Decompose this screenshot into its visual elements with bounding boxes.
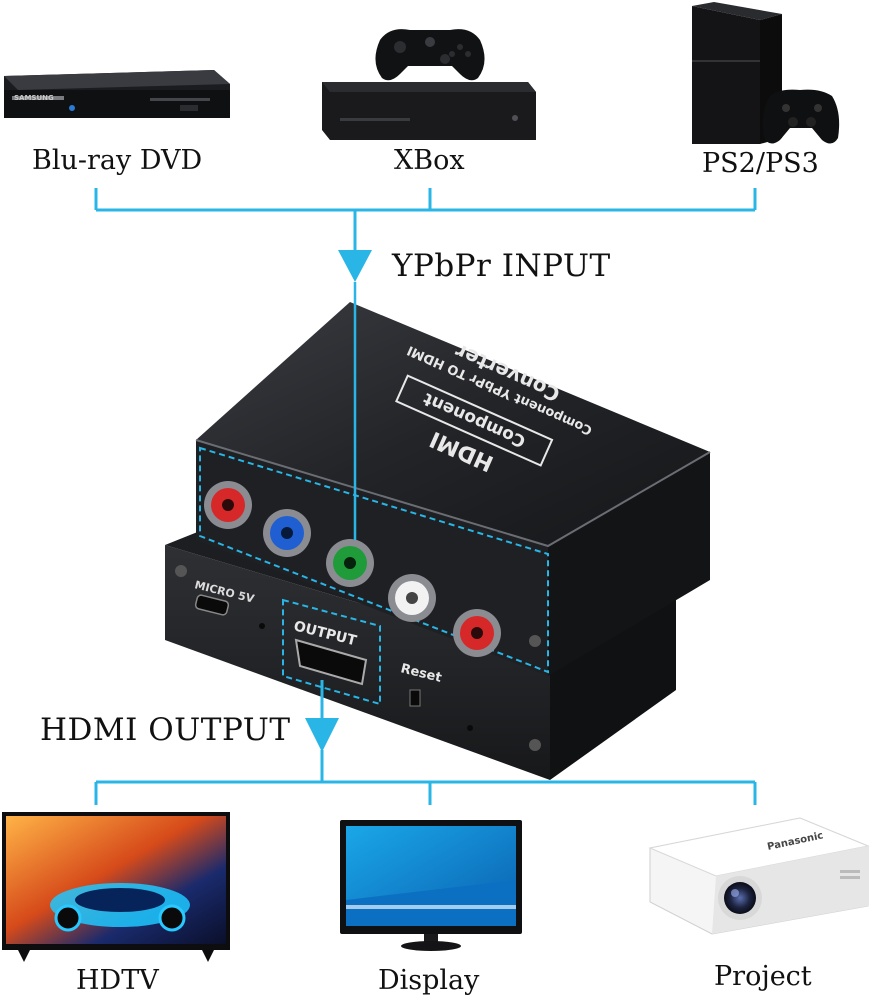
source-label-xbox: XBox	[394, 145, 465, 176]
monitor-icon	[340, 820, 522, 951]
rca-jack-y	[326, 539, 374, 587]
rca-jack-audio-right	[453, 609, 501, 657]
projector-icon: Panasonic	[648, 817, 870, 935]
rca-jack-pr	[204, 481, 252, 529]
hdtv-icon	[2, 812, 230, 962]
destination-label-hdtv: HDTV	[76, 965, 159, 996]
destination-label-projector: Project	[714, 961, 812, 992]
bluray-brand-mark: SAMSUNG	[14, 94, 54, 102]
playstation-console-icon	[692, 2, 840, 144]
source-label-bluray: Blu-ray DVD	[32, 145, 203, 176]
output-label: HDMI OUTPUT	[40, 712, 291, 748]
destination-label-display: Display	[378, 965, 480, 996]
xbox-console-icon	[322, 29, 536, 140]
rca-jack-audio-left	[388, 574, 436, 622]
output-connector-lines	[94, 680, 757, 805]
converter-device: HDMI Component Component YPbPr TO HDMI C…	[165, 282, 711, 780]
input-label: YPbPr INPUT	[392, 248, 611, 284]
rca-jack-pb	[263, 509, 311, 557]
input-arrow-icon	[338, 250, 372, 282]
source-label-ps: PS2/PS3	[702, 148, 819, 179]
bluray-player-icon	[4, 70, 230, 118]
output-arrow-icon	[305, 718, 339, 752]
